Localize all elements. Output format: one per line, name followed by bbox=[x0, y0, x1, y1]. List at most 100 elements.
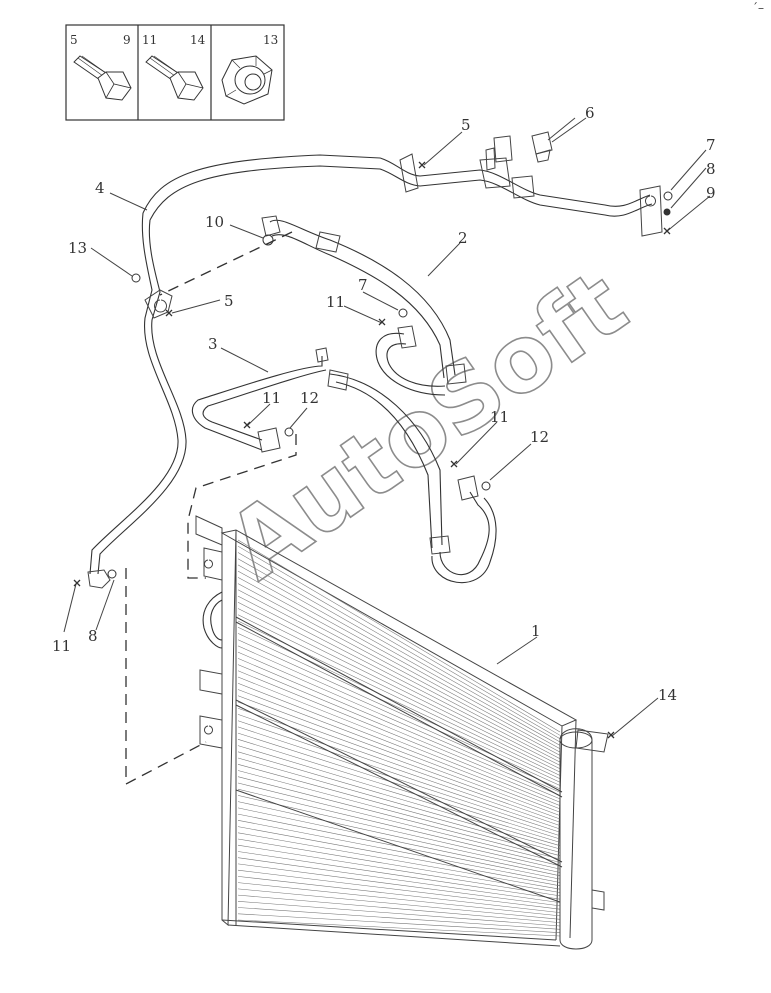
fin-line bbox=[237, 676, 561, 806]
callout-7-right: 7 bbox=[706, 136, 716, 154]
fin-line bbox=[237, 832, 561, 890]
fin-line bbox=[237, 645, 561, 790]
fin-line bbox=[237, 558, 561, 743]
fin-line bbox=[237, 782, 561, 863]
fin-line bbox=[237, 739, 561, 840]
fin-line bbox=[237, 664, 561, 800]
fin-line bbox=[237, 552, 561, 739]
callout-10: 10 bbox=[205, 213, 224, 231]
box-label-13: 13 bbox=[263, 33, 278, 47]
fin-line bbox=[237, 888, 561, 920]
fin-line bbox=[237, 844, 561, 897]
condenser-1 bbox=[195, 515, 609, 950]
fin-line bbox=[237, 639, 561, 786]
callout-3: 3 bbox=[208, 335, 218, 353]
fin-line bbox=[237, 577, 561, 753]
fin-line bbox=[237, 608, 561, 770]
dash-12 bbox=[187, 434, 297, 579]
callout-11-right: 11 bbox=[490, 408, 509, 426]
callout-13: 13 bbox=[68, 239, 87, 257]
fin-line bbox=[237, 876, 561, 913]
fin-line bbox=[237, 907, 561, 930]
box-label-5: 5 bbox=[70, 33, 78, 47]
hose-2 bbox=[261, 215, 467, 396]
callout-4: 4 bbox=[95, 179, 105, 197]
fin-line bbox=[237, 919, 561, 937]
fin-line bbox=[237, 770, 561, 856]
fin-line bbox=[237, 701, 561, 820]
fin-line bbox=[237, 826, 561, 887]
fin-line bbox=[237, 882, 561, 917]
nut-icon bbox=[221, 55, 273, 105]
callout-7-mid: 7 bbox=[358, 276, 368, 294]
callout-9: 9 bbox=[706, 184, 716, 202]
pipe-3 bbox=[191, 347, 497, 584]
fin-line bbox=[237, 539, 561, 733]
condenser-fins bbox=[237, 539, 561, 937]
fastener-marks bbox=[73, 161, 671, 739]
fin-line bbox=[237, 683, 561, 810]
fin-line bbox=[237, 857, 561, 903]
callout-12-right: 12 bbox=[530, 428, 549, 446]
callout-2: 2 bbox=[458, 229, 468, 247]
fin-line bbox=[237, 689, 561, 813]
leader-lines bbox=[63, 117, 711, 737]
fin-line bbox=[237, 570, 561, 749]
fin-line bbox=[237, 595, 561, 763]
fin-line bbox=[237, 776, 561, 860]
callout-11-bottom: 11 bbox=[52, 637, 71, 655]
callout-11-left: 11 bbox=[262, 389, 281, 407]
fin-line bbox=[237, 863, 561, 907]
callout-8-right: 8 bbox=[706, 160, 716, 178]
fin-line bbox=[237, 633, 561, 783]
dash-10 bbox=[159, 231, 293, 296]
fin-line bbox=[237, 651, 561, 793]
fin-line bbox=[237, 614, 561, 773]
fin-line bbox=[237, 670, 561, 803]
fin-line bbox=[237, 720, 561, 830]
dash-8 bbox=[125, 568, 207, 786]
small-parts bbox=[107, 191, 673, 579]
fin-line bbox=[237, 901, 561, 927]
callout-1: 1 bbox=[531, 622, 541, 640]
fin-line bbox=[237, 851, 561, 900]
fin-line bbox=[237, 589, 561, 760]
box-label-11: 11 bbox=[142, 33, 157, 47]
callout-5-left: 5 bbox=[224, 292, 234, 310]
callout-6: 6 bbox=[585, 104, 595, 122]
fin-line bbox=[237, 788, 561, 867]
fin-line bbox=[237, 807, 561, 877]
callout-12-left: 12 bbox=[300, 389, 319, 407]
pressure-switch-6 bbox=[531, 117, 576, 163]
callout-11-mid: 11 bbox=[326, 293, 345, 311]
fin-line bbox=[237, 869, 561, 910]
box-label-9: 9 bbox=[123, 33, 131, 47]
corner-mark: ´– bbox=[752, 1, 764, 15]
fin-line bbox=[237, 764, 561, 853]
fin-line bbox=[237, 751, 561, 846]
fin-line bbox=[237, 745, 561, 843]
pipe-4 bbox=[87, 135, 663, 589]
fin-line bbox=[237, 658, 561, 796]
callout-8-left: 8 bbox=[88, 627, 98, 645]
fin-line bbox=[237, 913, 561, 933]
box-label-14: 14 bbox=[190, 33, 206, 47]
fin-line bbox=[237, 564, 561, 746]
fin-line bbox=[237, 583, 561, 756]
fin-line bbox=[237, 894, 561, 923]
fin-line bbox=[237, 795, 561, 870]
fin-line bbox=[237, 820, 561, 883]
fin-line bbox=[237, 801, 561, 873]
fin-line bbox=[237, 602, 561, 766]
fin-line bbox=[237, 695, 561, 816]
bolt-icon bbox=[145, 55, 204, 101]
callout-5-top: 5 bbox=[461, 116, 471, 134]
bolt-icon bbox=[73, 55, 132, 101]
hardware-box: 5 9 11 14 13 bbox=[65, 24, 285, 121]
fin-line bbox=[237, 732, 561, 836]
fin-line bbox=[237, 626, 561, 780]
fin-line bbox=[237, 545, 561, 736]
callouts: 1 2 3 4 5 5 6 7 7 8 8 9 10 11 11 11 11 1… bbox=[52, 104, 716, 704]
callout-14: 14 bbox=[658, 686, 677, 704]
